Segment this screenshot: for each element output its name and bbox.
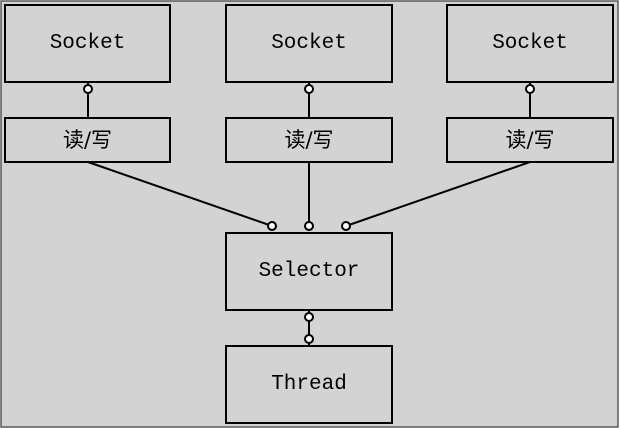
socket-label: Socket xyxy=(271,32,347,55)
selector-port-right xyxy=(341,221,351,231)
io-label: 读/写 xyxy=(505,128,554,152)
selector-port-center xyxy=(304,221,314,231)
selector-port-left xyxy=(267,221,277,231)
thread-top-port xyxy=(304,334,314,344)
io-box-2: 读/写 xyxy=(225,117,393,163)
socket-label: Socket xyxy=(492,32,568,55)
io-box-3: 读/写 xyxy=(446,117,614,163)
socket-box-2: Socket xyxy=(225,4,393,83)
socket-box-3: Socket xyxy=(446,4,614,83)
io-box-1: 读/写 xyxy=(4,117,171,163)
selector-label: Selector xyxy=(259,260,360,283)
io-1-to-selector-link xyxy=(87,161,273,227)
socket-3-port xyxy=(525,84,535,94)
socket-1-port xyxy=(83,84,93,94)
io-label: 读/写 xyxy=(63,128,112,152)
thread-label: Thread xyxy=(271,373,347,396)
selector-box: Selector xyxy=(225,232,393,311)
selector-bottom-port xyxy=(304,312,314,322)
connection-ports xyxy=(83,84,535,344)
socket-2-port xyxy=(304,84,314,94)
io-label: 读/写 xyxy=(284,128,333,152)
thread-box: Thread xyxy=(225,345,393,424)
socket-label: Socket xyxy=(50,32,126,55)
socket-box-1: Socket xyxy=(4,4,171,83)
io-3-to-selector-link xyxy=(345,161,531,227)
